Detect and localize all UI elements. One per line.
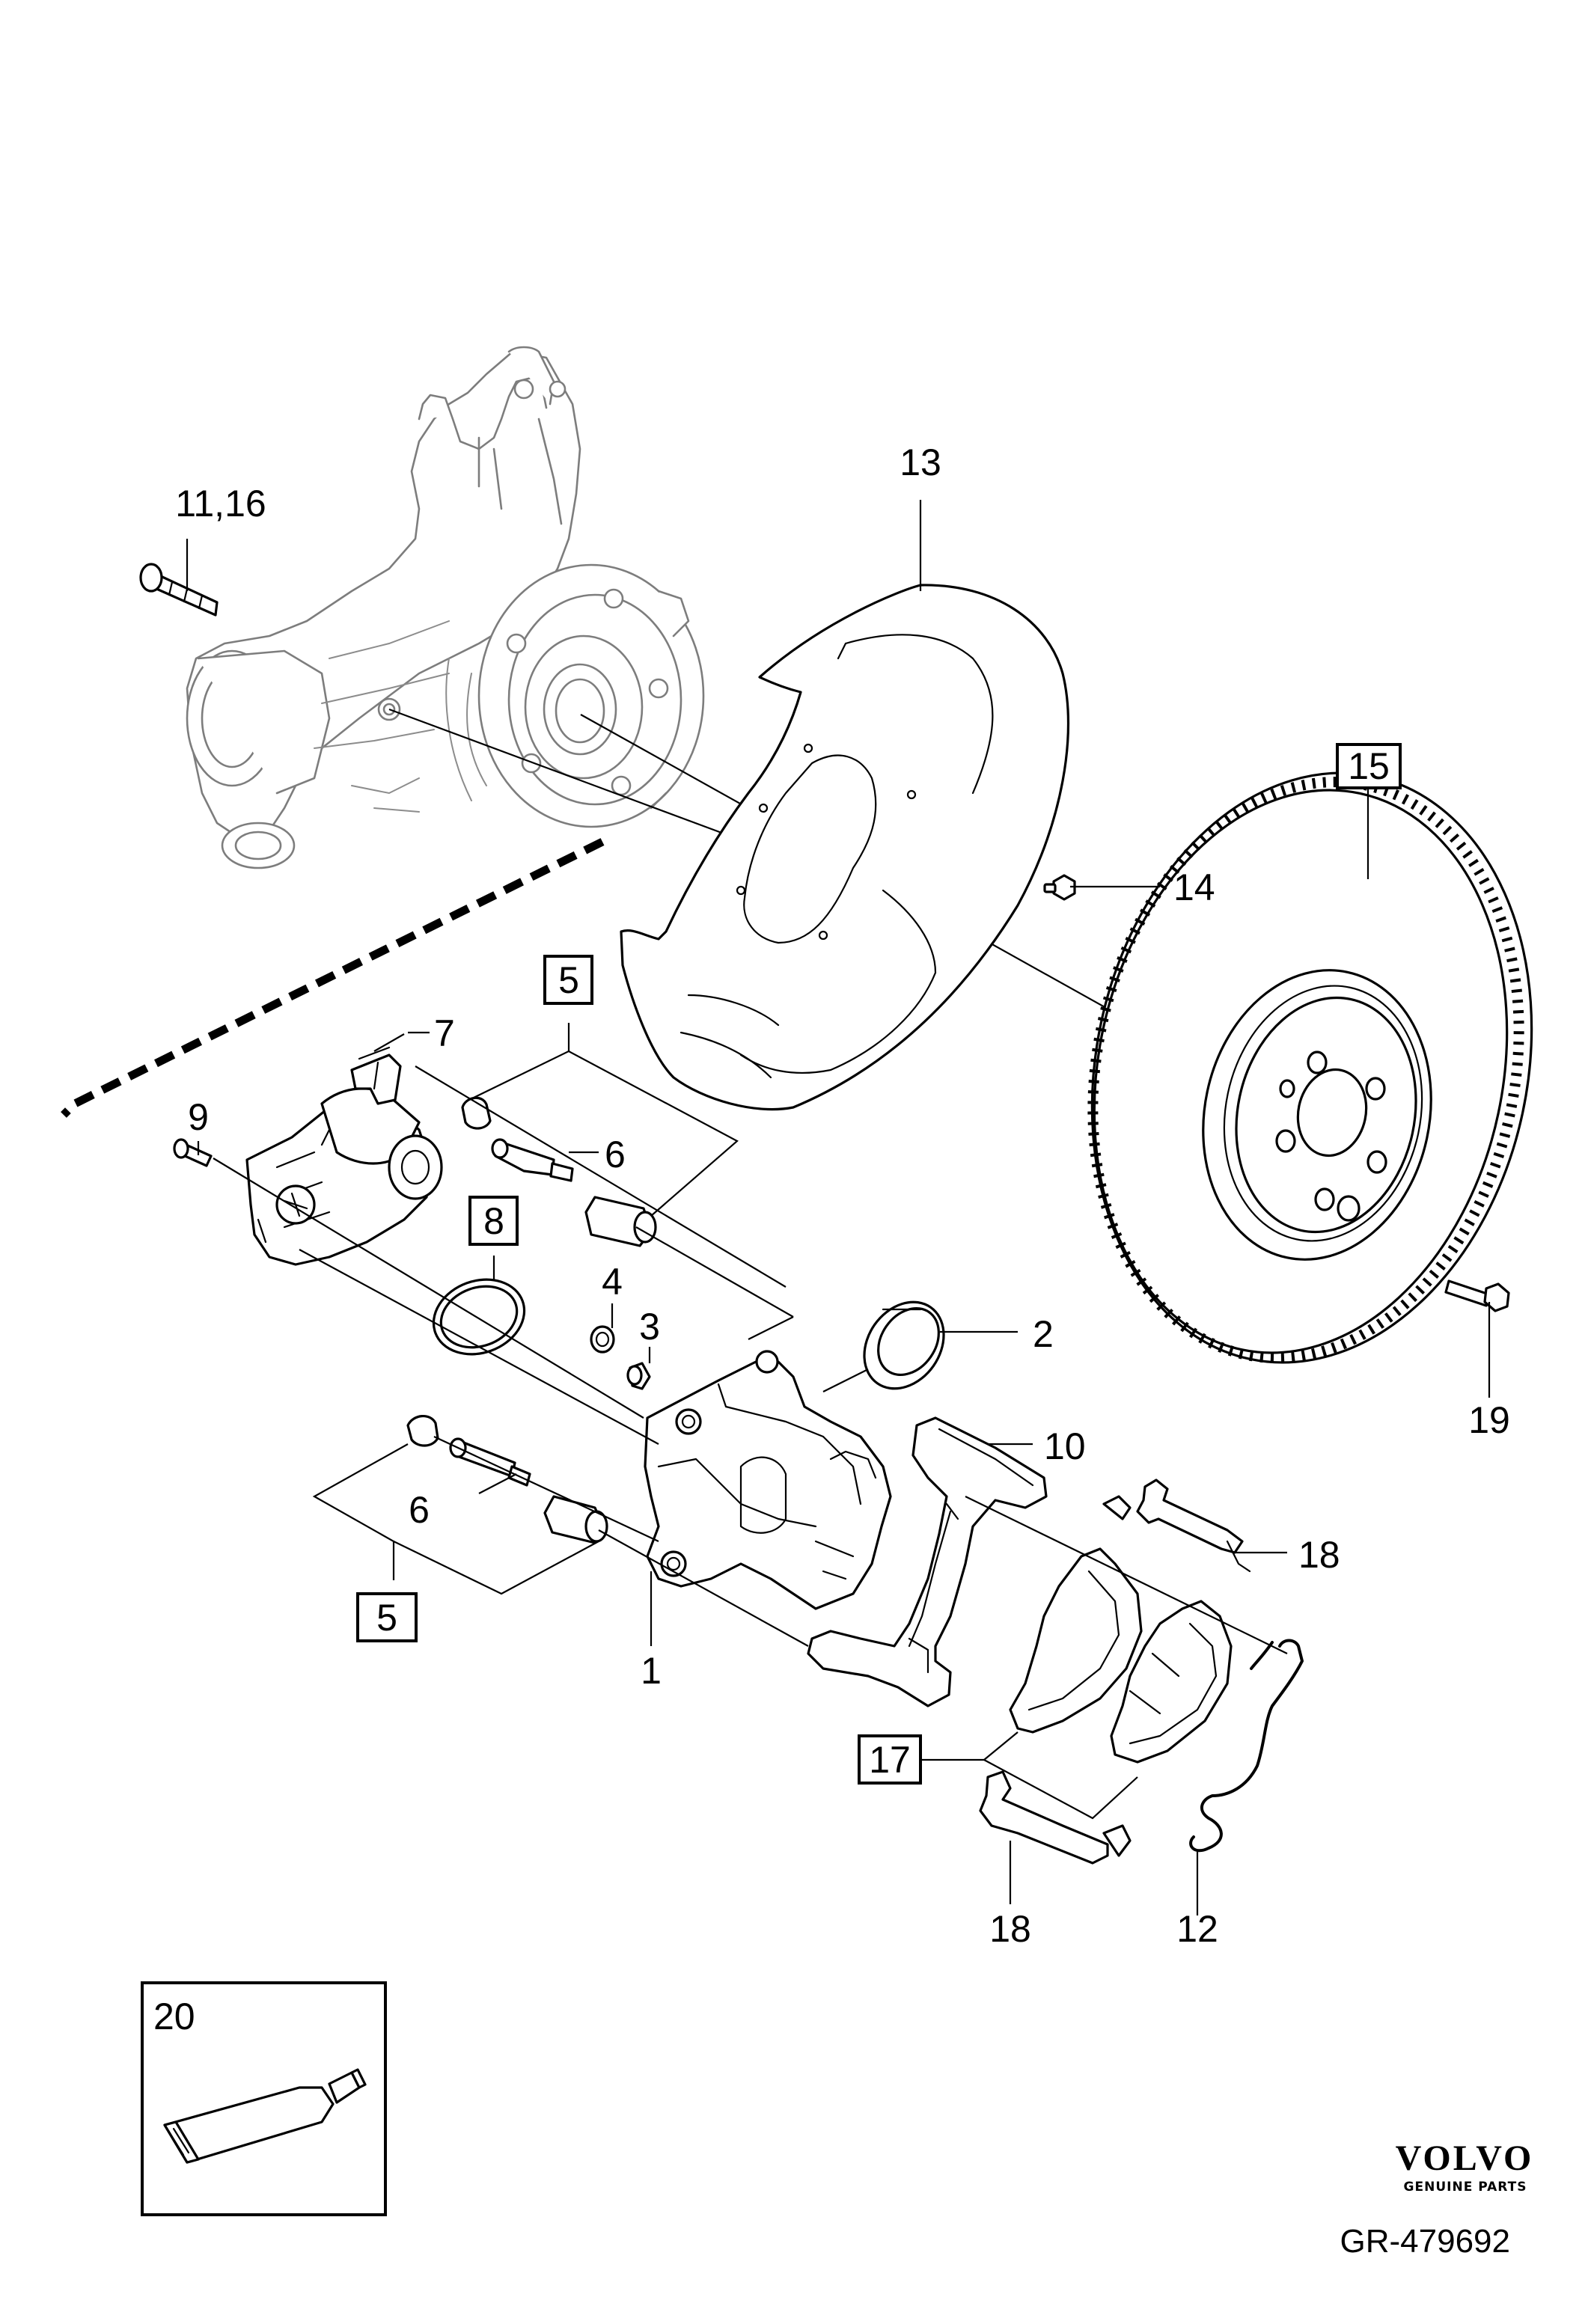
brake-pad-set-17: [1009, 1547, 1233, 1764]
callout-5-bottom-box: 5: [356, 1592, 418, 1642]
callout-19: 19: [1468, 1399, 1510, 1441]
drawing-reference: GR-479692: [1340, 2223, 1510, 2260]
caliper-carrier-10: [807, 1416, 1048, 1707]
callout-5-bottom: 5: [376, 1597, 397, 1639]
callout-6-top: 6: [605, 1134, 626, 1175]
callout-10: 10: [1044, 1425, 1086, 1467]
volvo-genuine-parts-logo: VOLVO GENUINE PARTS: [1396, 2138, 1534, 2195]
callout-18-bottom: 18: [989, 1908, 1031, 1950]
anti-rattle-clip-18-bottom: [979, 1770, 1132, 1865]
callout-11-16: 11,16: [175, 483, 266, 525]
callout-3: 3: [639, 1306, 660, 1348]
anti-rattle-clip-18-top: [1102, 1479, 1251, 1573]
splash-shield: [620, 584, 1070, 1111]
callout-1: 1: [641, 1650, 662, 1692]
callout-14: 14: [1173, 866, 1215, 908]
callout-5-top: 5: [558, 959, 579, 1001]
callout-18-top: 18: [1298, 1534, 1340, 1576]
callout-4: 4: [602, 1261, 623, 1303]
callout-17-box: 17: [858, 1734, 922, 1785]
guide-pin-kit-top: [461, 1096, 657, 1247]
callout-13: 13: [900, 441, 941, 483]
callout-17: 17: [869, 1739, 911, 1781]
bleed-nipple-3: [626, 1362, 651, 1390]
screw-14: [1043, 874, 1076, 901]
steering-knuckle: [186, 346, 705, 869]
callout-9: 9: [188, 1096, 209, 1138]
brake-caliper: [644, 1350, 892, 1610]
parking-brake-actuator: [245, 1046, 443, 1266]
callout-8-box: 8: [468, 1196, 519, 1246]
bleed-cap-4: [590, 1325, 615, 1354]
item-20-box: 20: [141, 1981, 387, 2216]
bolt-11-16: [139, 563, 219, 617]
callout-5-top-box: 5: [543, 955, 593, 1005]
callout-7: 7: [434, 1012, 455, 1054]
logo-brand: VOLVO: [1396, 2138, 1534, 2178]
callout-2: 2: [1033, 1313, 1054, 1355]
callout-12: 12: [1176, 1908, 1218, 1950]
grease-tube-icon: [163, 2068, 367, 2164]
callout-labels: 13 11,16 14 7 6 9 4 3 2 10 19 6 18 1 18 …: [175, 441, 1510, 1950]
callout-15: 15: [1348, 745, 1390, 787]
bolt-9: [173, 1138, 213, 1167]
boxed-callouts: 15 5 8 5 17: [356, 743, 1402, 1785]
leader-lines: [186, 500, 1491, 1915]
callout-8: 8: [483, 1200, 504, 1242]
piston-seal-2: [863, 1300, 945, 1390]
logo-subtitle: GENUINE PARTS: [1404, 2180, 1527, 2195]
callout-20: 20: [153, 1996, 195, 2037]
brake-disc: [1087, 771, 1533, 1364]
o-ring-8: [432, 1278, 526, 1356]
bolt-19: [1444, 1279, 1510, 1312]
assembly-boundary-dashed: [61, 838, 605, 1118]
callout-6-bottom: 6: [409, 1489, 430, 1531]
callout-15-box: 15: [1336, 743, 1402, 789]
